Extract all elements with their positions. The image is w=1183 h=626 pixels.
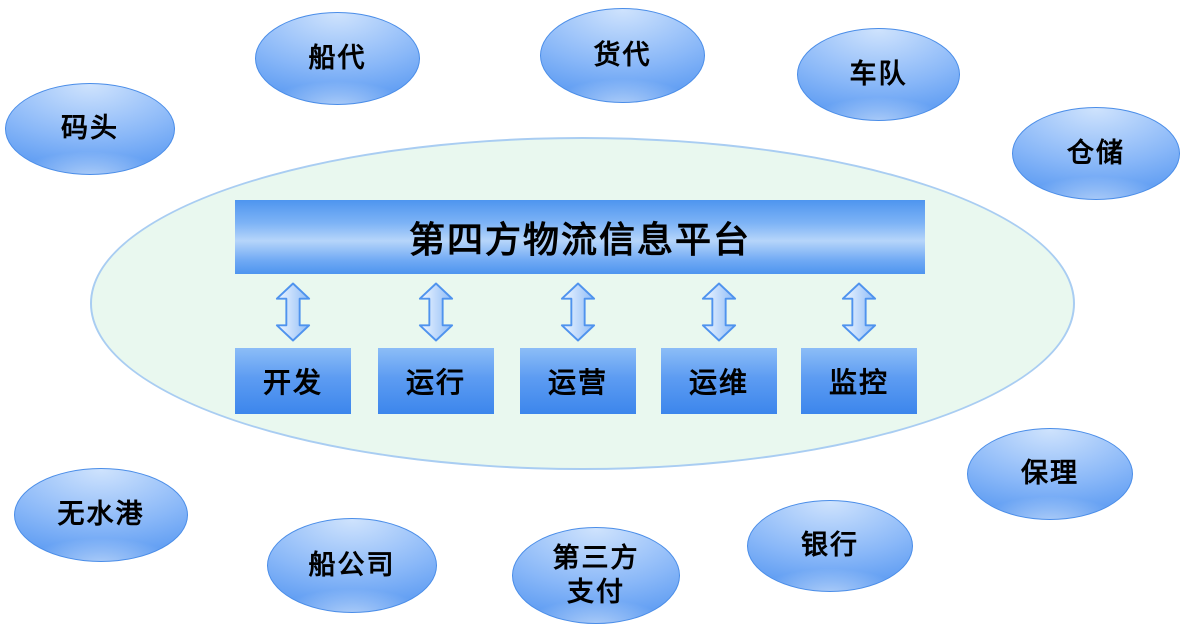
entity-bubble-factoring: 保理	[967, 428, 1133, 520]
module-label: 运行	[405, 366, 466, 399]
entity-label: 货代	[593, 39, 652, 71]
entity-bubble-shipping-company: 船公司	[267, 518, 437, 613]
double-arrow-icon	[560, 282, 596, 342]
platform-banner-label: 第四方物流信息平台	[408, 219, 751, 261]
entity-bubble-fleet: 车队	[797, 28, 960, 121]
module-box-running: 运行	[378, 348, 494, 414]
entity-label: 保理	[1021, 458, 1079, 490]
entity-label: 第三方 支付	[552, 542, 640, 608]
entity-bubble-freight-forwarder: 货代	[540, 8, 705, 103]
entity-label: 仓储	[1067, 137, 1125, 169]
platform-banner: 第四方物流信息平台	[235, 200, 925, 274]
double-arrow-icon	[841, 282, 877, 342]
entity-label: 船公司	[308, 549, 396, 581]
module-label: 运营	[547, 366, 608, 399]
entity-label: 船代	[308, 42, 367, 74]
entity-label: 无水港	[57, 499, 145, 531]
double-arrow-icon	[701, 282, 737, 342]
module-box-maintenance: 运维	[661, 348, 777, 414]
module-label: 监控	[828, 366, 889, 399]
module-box-operation: 运营	[520, 348, 636, 414]
module-label: 开发	[262, 366, 323, 399]
module-box-monitoring: 监控	[801, 348, 917, 414]
entity-label: 银行	[801, 530, 859, 562]
entity-label: 码头	[61, 113, 119, 145]
entity-bubble-ship-agent: 船代	[255, 12, 420, 105]
entity-bubble-warehouse: 仓储	[1012, 107, 1180, 200]
double-arrow-icon	[418, 282, 454, 342]
entity-bubble-third-party-payment: 第三方 支付	[512, 527, 680, 624]
module-label: 运维	[688, 366, 749, 399]
entity-bubble-bank: 银行	[747, 500, 913, 592]
double-arrow-icon	[275, 282, 311, 342]
entity-bubble-dock: 码头	[5, 83, 175, 175]
entity-bubble-dry-port: 无水港	[14, 468, 188, 562]
module-box-development: 开发	[235, 348, 351, 414]
entity-label: 车队	[849, 58, 908, 90]
